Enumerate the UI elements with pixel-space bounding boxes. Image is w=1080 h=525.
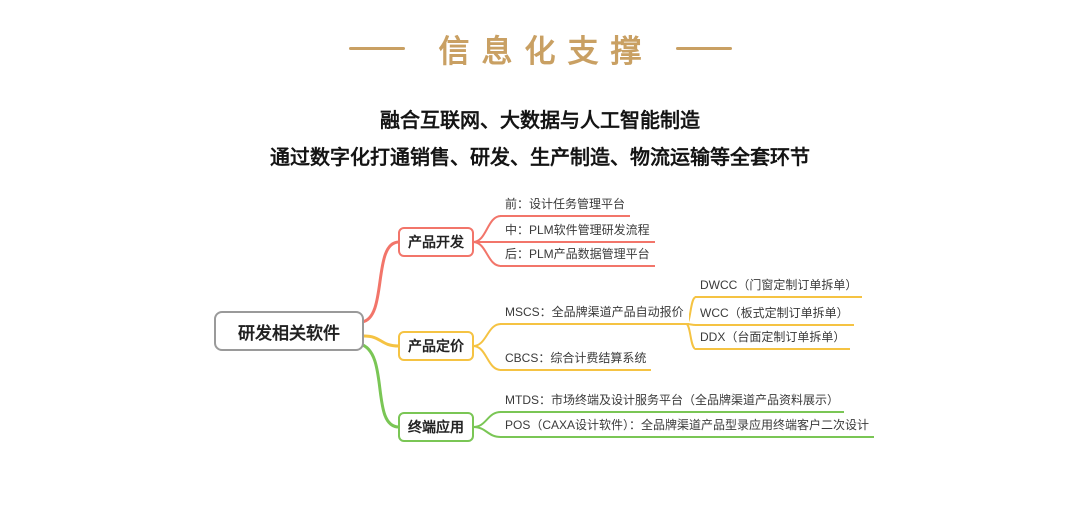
subtitle-line-2: 通过数字化打通销售、研发、生产制造、物流运输等全套环节	[270, 147, 810, 169]
connector-root-terminal-application	[358, 342, 401, 429]
connector-pricing-cbcs	[472, 345, 502, 371]
root-node: 研发相关软件	[214, 311, 364, 351]
title-rule-right	[675, 47, 732, 50]
connector-terminal-pos	[472, 426, 502, 438]
leaf-node: WCC（板式定制订单拆单）	[695, 305, 854, 326]
connector-dev-leaf-1	[472, 215, 502, 243]
leaf-node: MTDS：市场终端及设计服务平台（全品牌渠道产品资料展示）	[500, 392, 844, 413]
branch-node-product-development: 产品开发	[398, 227, 474, 257]
page-title: 信息化支撑	[438, 34, 654, 70]
leaf-node: MSCS：全品牌渠道产品自动报价	[500, 304, 689, 325]
connector-root-product-pricing	[362, 334, 401, 348]
leaf-node: POS（CAXA设计软件）：全品牌渠道产品型录应用终端客户二次设计	[500, 417, 875, 438]
connector-root-product-development	[360, 240, 401, 324]
branch-node-product-pricing: 产品定价	[398, 331, 474, 361]
subtitle-line-1: 融合互联网、大数据与人工智能制造	[380, 110, 700, 132]
leaf-node: 前：设计任务管理平台	[500, 196, 631, 217]
connector-pricing-mscs	[472, 323, 502, 347]
leaf-node: 中：PLM软件管理研发流程	[500, 222, 655, 243]
branch-node-terminal-application: 终端应用	[398, 412, 474, 442]
leaf-node: DWCC（门窗定制订单拆单）	[695, 277, 863, 298]
leaf-node: 后：PLM产品数据管理平台	[500, 246, 655, 267]
connector-terminal-mtds	[472, 411, 502, 428]
title-rule-left	[348, 47, 405, 50]
leaf-node: DDX（台面定制订单拆单）	[695, 329, 851, 350]
subtitle: 融合互联网、大数据与人工智能制造 通过数字化打通销售、研发、生产制造、物流运输等…	[0, 103, 1080, 177]
leaf-node: CBCS：综合计费结算系统	[500, 350, 652, 371]
connector-dev-leaf-3	[472, 241, 502, 267]
title-row: 信息化支撑	[0, 26, 1080, 71]
